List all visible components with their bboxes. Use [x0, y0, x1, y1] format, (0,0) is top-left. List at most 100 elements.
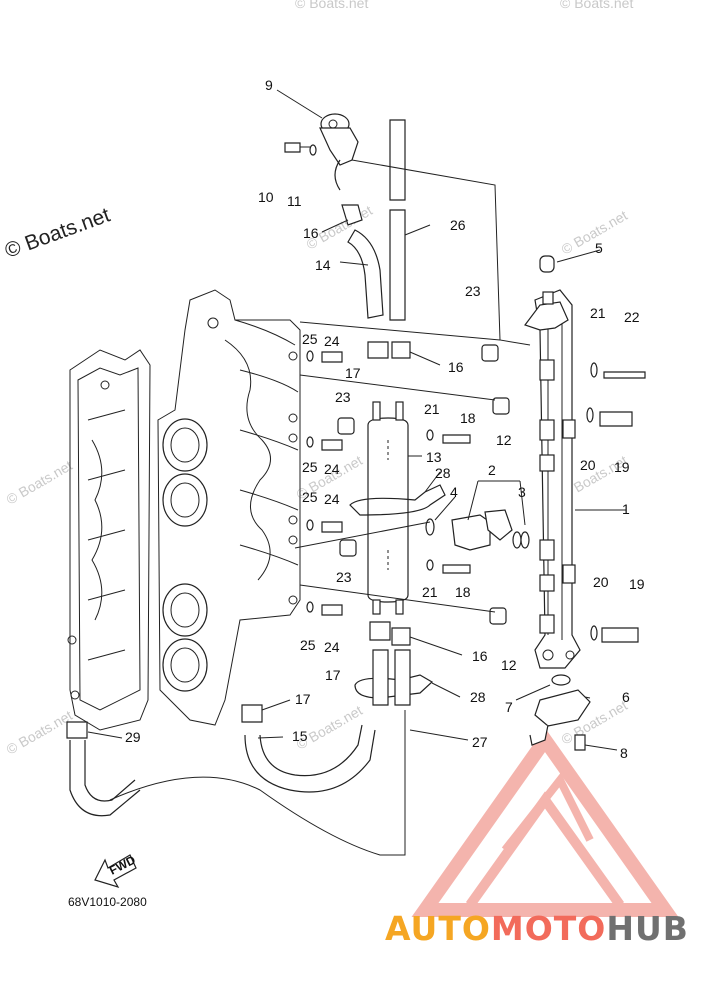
callout-20: 20	[580, 457, 596, 473]
vapor-separator	[367, 401, 409, 615]
washer	[590, 625, 598, 641]
hose-clamp	[66, 721, 88, 739]
grommet	[339, 539, 357, 557]
hose	[389, 119, 406, 201]
bolt	[321, 521, 343, 533]
callout-2: 2	[488, 462, 496, 478]
fuel-joint	[534, 689, 591, 727]
washer	[590, 362, 598, 378]
callout-19: 19	[629, 576, 645, 592]
callout-8: 8	[620, 745, 628, 761]
bolt	[442, 564, 471, 574]
bolt	[599, 411, 633, 427]
callout-24: 24	[324, 333, 340, 349]
callout-16: 16	[472, 648, 488, 664]
brand-part-3: HUB	[606, 909, 689, 948]
grommet	[492, 397, 510, 415]
hose	[259, 724, 363, 777]
callout-23: 23	[465, 283, 481, 299]
callout-4: 4	[450, 484, 458, 500]
bolt	[321, 604, 343, 616]
bolt	[321, 439, 343, 451]
hose	[84, 740, 136, 802]
bolt	[284, 142, 301, 153]
callout-17: 17	[325, 667, 341, 683]
watermark-text: © Boats.net	[295, 0, 368, 11]
hose	[69, 740, 141, 817]
callout-12: 12	[501, 657, 517, 673]
brand-logo-triangle	[411, 727, 679, 917]
callout-18: 18	[455, 584, 471, 600]
callout-25: 25	[300, 637, 316, 653]
intake-manifold-outline	[157, 289, 301, 726]
washer	[306, 519, 314, 531]
fwd-arrow	[94, 854, 137, 889]
hose	[389, 209, 406, 321]
callout-25: 25	[302, 459, 318, 475]
hose	[372, 649, 389, 706]
callout-25: 25	[302, 489, 318, 505]
grommet	[481, 344, 499, 362]
callout-1: 1	[622, 501, 630, 517]
band-strap	[354, 674, 434, 699]
brand-part-1: AUTO	[385, 909, 491, 948]
grommet	[337, 417, 355, 435]
callout-9: 9	[265, 77, 273, 93]
callout-6: 6	[622, 689, 630, 705]
brand-part-2: MOTO	[491, 909, 606, 948]
callout-24: 24	[324, 461, 340, 477]
hose-clamp	[391, 627, 411, 646]
callout-15: 15	[292, 728, 308, 744]
callout-17: 17	[345, 365, 361, 381]
callout-21: 21	[590, 305, 606, 321]
band-strap	[349, 484, 446, 516]
callout-24: 24	[324, 639, 340, 655]
callout-16: 16	[303, 225, 319, 241]
bolt	[601, 627, 639, 643]
cylinder-block-outline	[67, 349, 151, 731]
callout-7: 7	[505, 699, 513, 715]
callout-3: 3	[518, 484, 526, 500]
callout-27: 27	[472, 734, 488, 750]
callout-22: 22	[624, 309, 640, 325]
fuel-rail	[524, 289, 581, 669]
washer	[306, 436, 314, 448]
washer	[426, 559, 434, 571]
callout-14: 14	[315, 257, 331, 273]
callout-26: 26	[450, 217, 466, 233]
fuel-injector	[425, 509, 530, 551]
callout-20: 20	[593, 574, 609, 590]
callout-10: 10	[258, 189, 274, 205]
watermark-text: © Boats.net	[4, 707, 76, 758]
washer	[306, 350, 314, 362]
hose	[244, 729, 376, 793]
hose-clamp	[391, 341, 411, 359]
bolt	[603, 371, 646, 379]
washer	[586, 407, 594, 423]
callout-18: 18	[460, 410, 476, 426]
callout-17: 17	[295, 691, 311, 707]
rail-cap	[539, 255, 555, 273]
callout-29: 29	[125, 729, 141, 745]
callout-23: 23	[336, 569, 352, 585]
callout-28: 28	[470, 689, 486, 705]
copyright-text: © Boats.net	[2, 203, 113, 262]
watermark-text: © Boats.net	[4, 457, 76, 508]
callout-21: 21	[422, 584, 438, 600]
brand-name: AUTOMOTOHUB	[385, 909, 689, 948]
hose-clamp	[367, 341, 389, 359]
hose	[347, 229, 384, 319]
watermark-text: © Boats.net	[560, 0, 633, 11]
callout-19: 19	[614, 459, 630, 475]
pressure-regulator	[319, 113, 359, 191]
grommet	[489, 607, 507, 625]
o-ring	[551, 674, 571, 686]
callout-25: 25	[302, 331, 318, 347]
callout-16: 16	[448, 359, 464, 375]
callout-5: 5	[595, 240, 603, 256]
hose	[394, 649, 411, 706]
washer	[426, 429, 434, 441]
callout-12: 12	[496, 432, 512, 448]
